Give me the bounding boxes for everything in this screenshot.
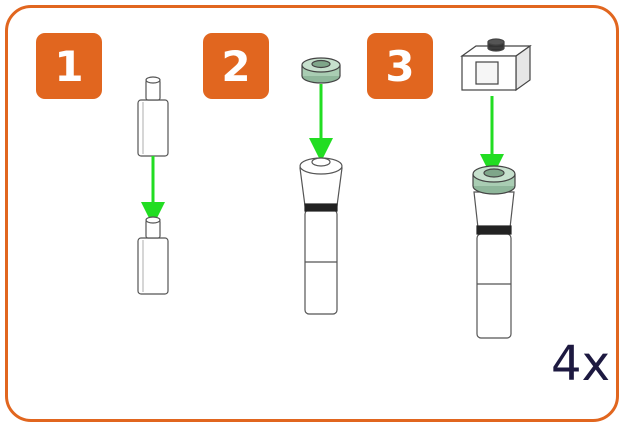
step-badge-1: 1 [36,33,102,99]
step-2-cone-rod [299,157,343,315]
step-2-green-ring [301,57,341,84]
step-number: 2 [221,41,251,91]
quantity-label: 4x [551,336,610,392]
step-3-cone-rod [473,191,515,339]
step-3-green-ring [472,165,516,195]
step-number: 1 [54,41,84,91]
step-1-bottom-rod [137,216,169,295]
step-badge-2: 2 [203,33,269,99]
step-1-top-rod [137,76,169,157]
step-number: 3 [385,41,415,91]
step-badge-3: 3 [367,33,433,99]
step-3-brick [460,38,532,92]
